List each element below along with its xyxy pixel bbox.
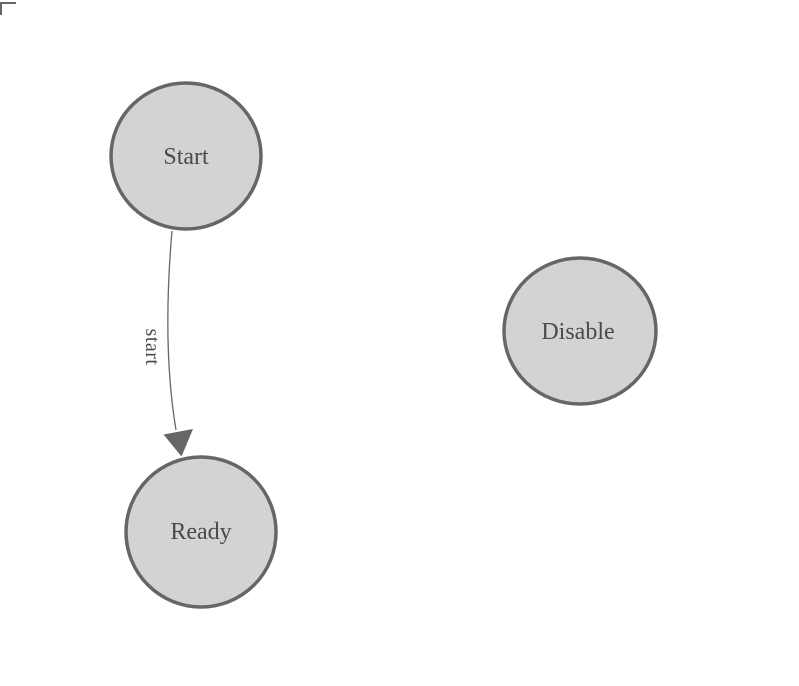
canvas-corner-mark <box>0 2 16 15</box>
state-node-start-label: Start <box>163 144 209 170</box>
state-node-start[interactable]: Start <box>109 81 263 231</box>
state-node-start-circle[interactable] <box>109 81 263 231</box>
edge-path[interactable] <box>167 230 177 431</box>
state-node-ready-label: Ready <box>170 519 231 545</box>
state-node-disable-label: Disable <box>541 319 614 345</box>
state-node-disable[interactable]: Disable <box>502 256 658 406</box>
state-node-disable-circle[interactable] <box>502 256 658 406</box>
state-node-ready[interactable]: Ready <box>124 455 278 609</box>
edge-label: start <box>141 329 163 366</box>
state-node-ready-circle[interactable] <box>124 455 278 609</box>
edge-arrowhead-icon <box>163 429 193 457</box>
edge-start-to-ready[interactable]: start <box>141 230 193 457</box>
